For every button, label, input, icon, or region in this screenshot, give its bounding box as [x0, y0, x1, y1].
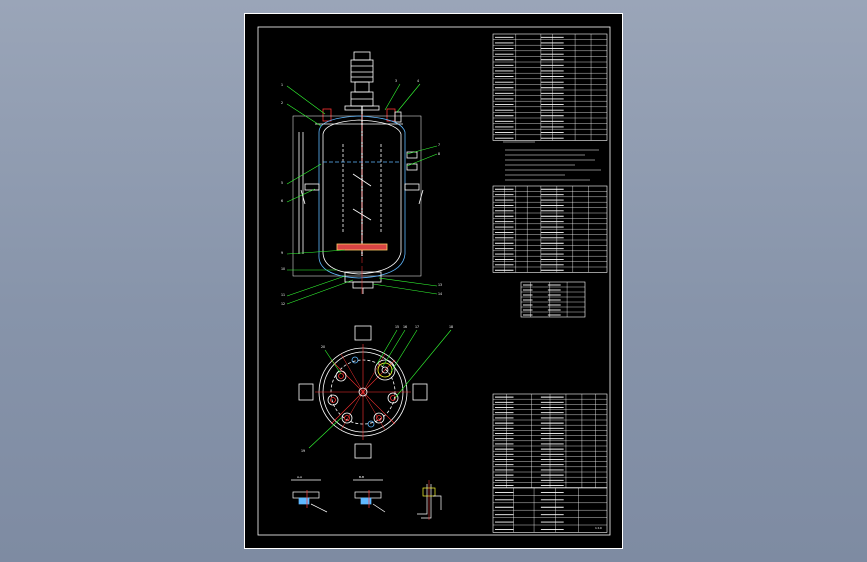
motor-body: [350, 59, 374, 83]
callout-17: 17: [415, 325, 419, 329]
callout-3: 3: [395, 79, 397, 83]
callout-19: 19: [301, 449, 305, 453]
callout-8: 8: [438, 152, 440, 156]
callout-2: 2: [281, 101, 283, 105]
callout-13: 13: [438, 283, 442, 287]
technical-notes: [503, 141, 601, 181]
nozzle-table: [492, 185, 608, 273]
plan-view: [298, 325, 428, 459]
callout-16: 16: [403, 325, 407, 329]
parts-list-table: [492, 393, 608, 488]
callout-numbers-plan: 15 16 17 18 19 20: [301, 325, 453, 453]
callout-11: 11: [281, 293, 285, 297]
callout-5: 5: [281, 181, 283, 185]
small-parts-table: [520, 281, 586, 318]
callout-numbers-elevation: 1 2 3 4 5 6 7 8 9 10 11 12 13 14: [281, 79, 442, 306]
reducer: [354, 81, 370, 93]
callout-9: 9: [281, 251, 283, 255]
lug-left: [298, 383, 314, 401]
callout-18: 18: [449, 325, 453, 329]
tables-group: [492, 33, 608, 533]
leader-lines-elevation: [286, 83, 438, 305]
lug-top: [354, 325, 372, 341]
jacket: [318, 115, 406, 279]
callout-12: 12: [281, 302, 285, 306]
title-block: [492, 487, 608, 533]
design-data-table: [492, 33, 608, 141]
drawing-canvas: 1 2 3 4 5 6 7 8 9 10 11 12 13 14: [257, 26, 611, 536]
callout-14: 14: [438, 292, 442, 296]
drawing-sheet[interactable]: 1 2 3 4 5 6 7 8 9 10 11 12 13 14: [244, 13, 623, 549]
callout-4: 4: [417, 79, 419, 83]
lug-right: [412, 383, 428, 401]
callout-6: 6: [281, 199, 283, 203]
section-label-b: B-B: [359, 475, 364, 479]
motor-cap: [353, 51, 371, 61]
lug-bottom: [354, 443, 372, 459]
manhole: [374, 359, 396, 381]
detail-views: A-A B-B: [291, 475, 442, 520]
section-label-a: A-A: [297, 475, 303, 479]
drawing-frame: [257, 26, 611, 536]
scale-label: 1:10: [595, 526, 602, 530]
callout-7: 7: [438, 143, 440, 147]
leader-lines-plan: [308, 329, 452, 449]
callout-1: 1: [281, 83, 283, 87]
callout-15: 15: [395, 325, 399, 329]
callout-20: 20: [321, 345, 325, 349]
callout-10: 10: [281, 267, 285, 271]
elevation-view: [292, 51, 424, 294]
shell: [322, 119, 402, 275]
impeller: [336, 243, 388, 251]
